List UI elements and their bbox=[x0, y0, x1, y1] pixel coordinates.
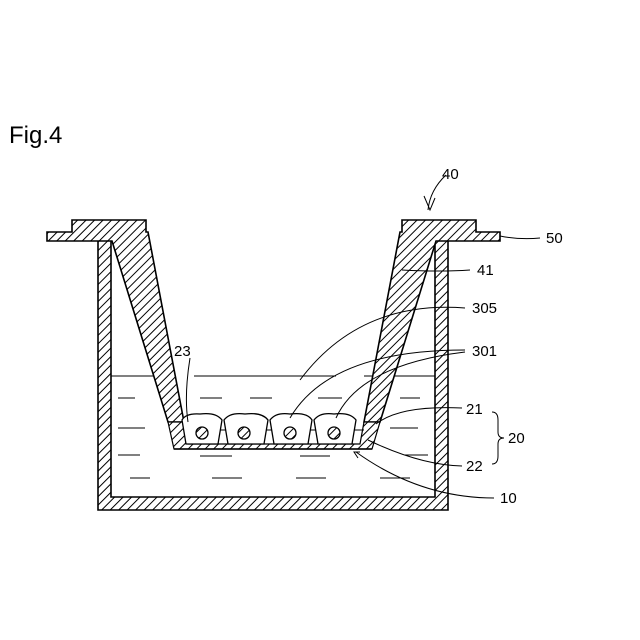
cell bbox=[270, 414, 312, 444]
insert-right-wall bbox=[364, 220, 500, 422]
cells bbox=[182, 414, 356, 444]
insert-left-wall bbox=[47, 220, 184, 422]
reference-labels: 40 50 41 305 301 23 21 20 22 10 bbox=[174, 166, 563, 507]
label-41: 41 bbox=[477, 262, 494, 279]
cell bbox=[224, 414, 268, 444]
cell bbox=[182, 414, 222, 444]
label-305: 305 bbox=[472, 300, 497, 317]
label-20: 20 bbox=[508, 430, 525, 447]
label-301: 301 bbox=[472, 343, 497, 360]
label-22: 22 bbox=[466, 458, 483, 475]
label-50: 50 bbox=[546, 230, 563, 247]
label-10: 10 bbox=[500, 490, 517, 507]
label-21: 21 bbox=[466, 401, 483, 418]
cell bbox=[314, 414, 356, 444]
label-23: 23 bbox=[174, 343, 191, 360]
label-40: 40 bbox=[442, 166, 459, 183]
